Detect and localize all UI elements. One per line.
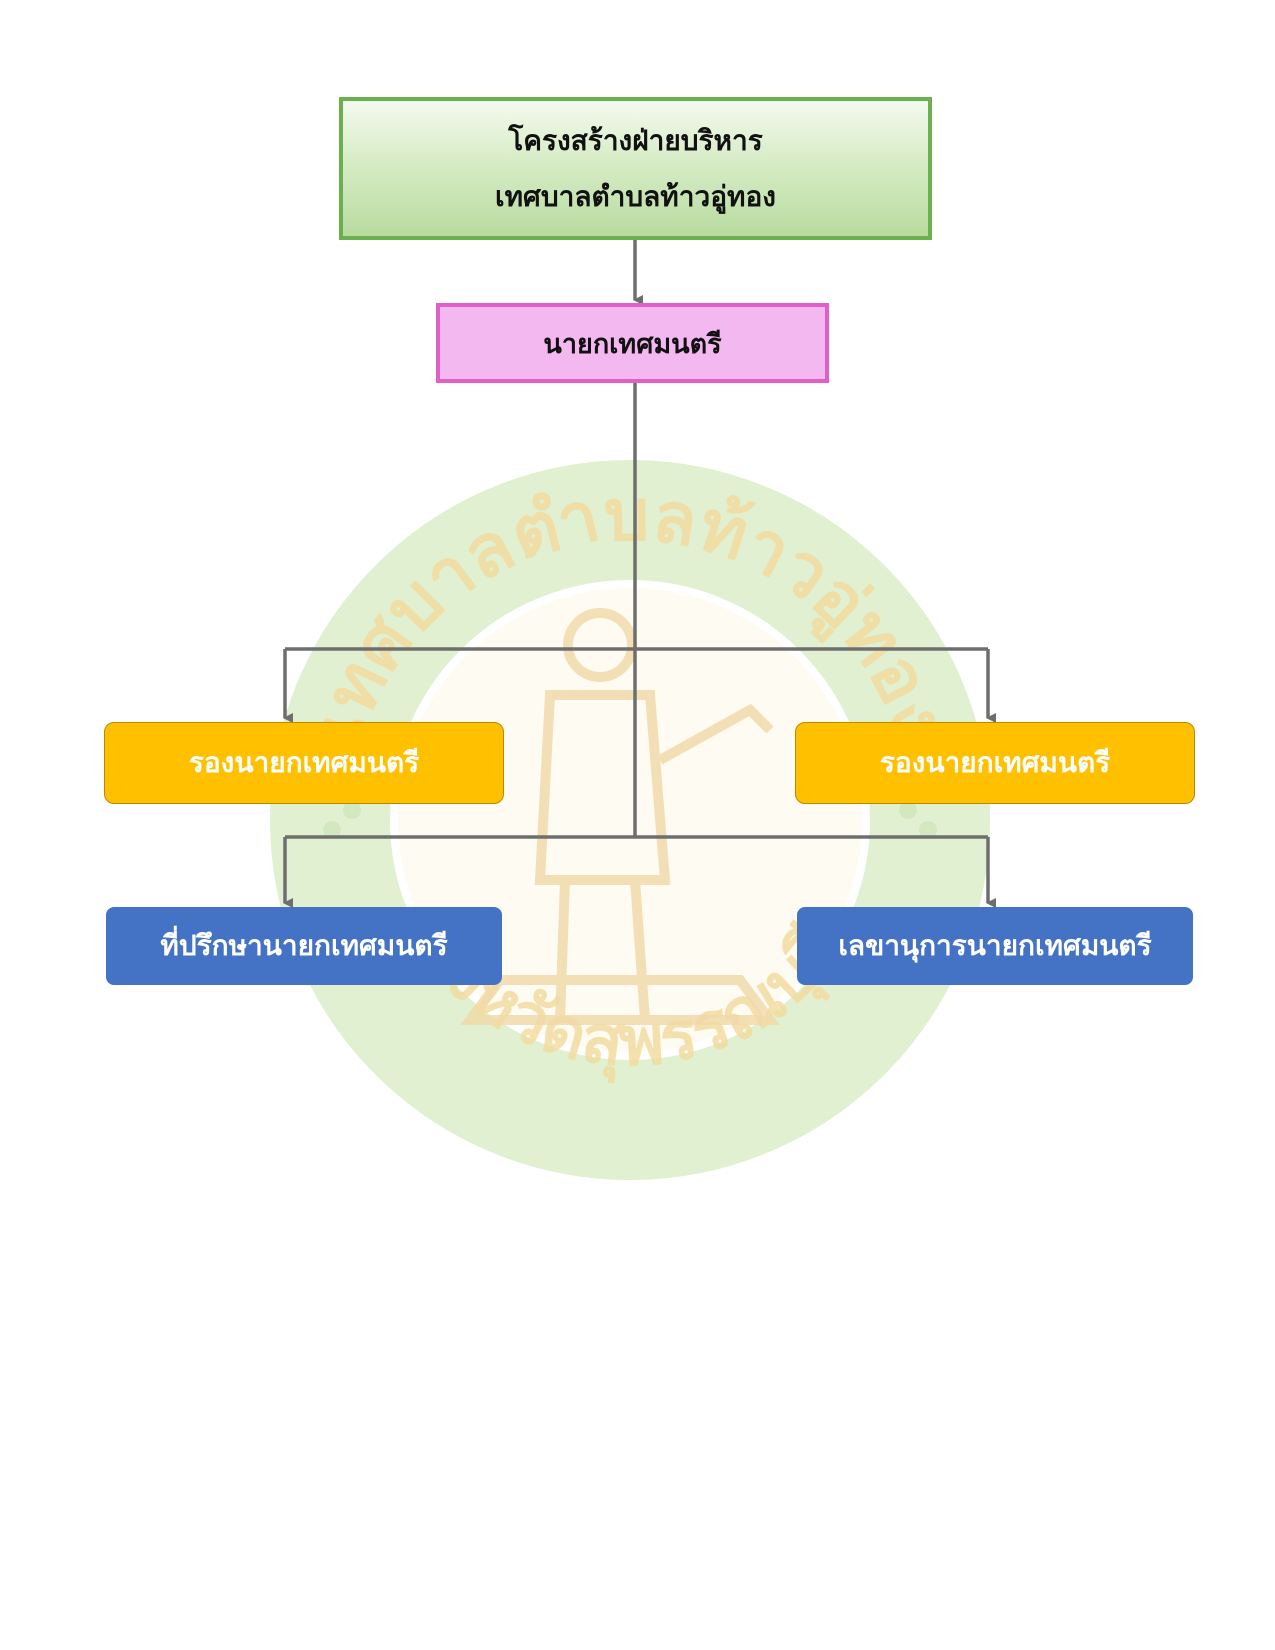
- secretary-node: เลขานุการนายกเทศมนตรี: [797, 907, 1193, 985]
- chart-title-line1: โครงสร้างฝ่ายบริหาร: [508, 123, 763, 157]
- advisor-label: ที่ปรึกษานายกเทศมนตรี: [160, 929, 448, 962]
- mayor-node: นายกเทศมนตรี: [436, 303, 829, 383]
- deputy-mayor-label: รองนายกเทศมนตรี: [879, 746, 1111, 779]
- deputy-mayor-node-right: รองนายกเทศมนตรี: [795, 722, 1195, 804]
- seal-figure-icon: [460, 608, 780, 1025]
- chart-title-box: โครงสร้างฝ่ายบริหาร เทศบาลตำบลท้าวอู่ทอง: [339, 97, 932, 240]
- deputy-mayor-node-left: รองนายกเทศมนตรี: [104, 722, 504, 804]
- deputy-mayor-label: รองนายกเทศมนตรี: [188, 746, 420, 779]
- municipal-seal-watermark: เทศบาลตำบลท้าวอู่ทอง จังหวัดสุพรรณบุรี: [270, 460, 990, 1180]
- secretary-label: เลขานุการนายกเทศมนตรี: [838, 929, 1152, 962]
- advisor-node: ที่ปรึกษานายกเทศมนตรี: [106, 907, 502, 985]
- mayor-label: นายกเทศมนตรี: [543, 328, 722, 360]
- chart-title-line2: เทศบาลตำบลท้าวอู่ทอง: [495, 179, 776, 213]
